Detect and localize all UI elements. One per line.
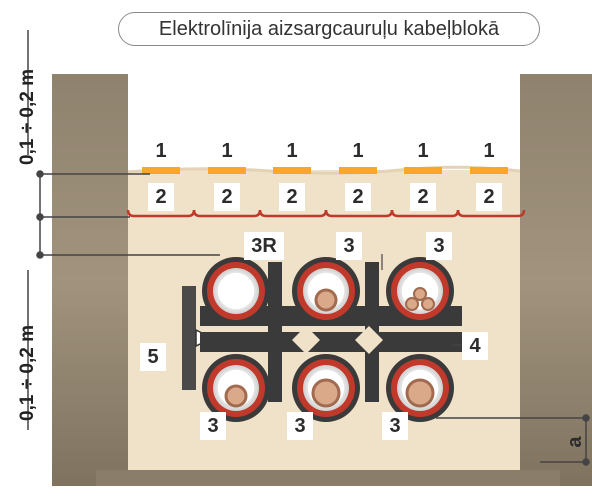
- label-warning-tape: 1: [279, 137, 305, 165]
- cable: [421, 297, 435, 311]
- label-pipe: 3: [200, 412, 226, 440]
- pipe-bottom-left: [202, 354, 270, 422]
- cable: [314, 288, 338, 312]
- dimension-lines: [27, 30, 220, 430]
- label-pipe: 3: [426, 232, 452, 260]
- warning-tape: [273, 167, 311, 174]
- cable: [405, 297, 419, 311]
- dimension-top-depth: 0,1 ÷ 0,2 m: [17, 69, 38, 165]
- cable: [311, 378, 341, 408]
- trench-wall: [52, 74, 592, 486]
- label-cover-plate: 2: [214, 183, 240, 211]
- label-cover-plate: 2: [279, 183, 305, 211]
- pipe-bottom-right: [386, 354, 454, 422]
- pipe-bottom-middle: [292, 354, 360, 422]
- label-warning-tape: 1: [345, 137, 371, 165]
- label-pipe: 3: [336, 232, 362, 260]
- warning-tapes: [142, 167, 508, 174]
- label-cover-plate: 2: [410, 183, 436, 211]
- label-spacer: 4: [462, 332, 488, 360]
- cable: [405, 378, 435, 408]
- label-pipe-r: 3R: [244, 232, 284, 260]
- warning-tape: [339, 167, 377, 174]
- trench-bottom: [96, 470, 560, 486]
- label-warning-tape: 1: [410, 137, 436, 165]
- cover-plate: [456, 209, 526, 218]
- label-pipe: 3: [382, 412, 408, 440]
- label-cover-plate: 2: [476, 183, 502, 211]
- label-side-holder: 5: [140, 343, 166, 371]
- warning-tape: [208, 167, 246, 174]
- cable: [413, 287, 427, 301]
- label-warning-tape: 1: [476, 137, 502, 165]
- pipe-top-middle: [292, 257, 360, 325]
- label-warning-tape: 1: [148, 137, 174, 165]
- warning-tape: [470, 167, 508, 174]
- cable: [224, 384, 248, 408]
- sand-surface: [127, 165, 521, 175]
- label-pipe: 3: [287, 412, 313, 440]
- pipes: [202, 257, 454, 422]
- warning-tape: [404, 167, 442, 174]
- spacer-block: [200, 262, 462, 402]
- pipe-top-right: [386, 257, 454, 325]
- side-holder: [182, 286, 196, 390]
- dimension-bottom-depth: 0,1 ÷ 0,2 m: [17, 325, 38, 421]
- cover-plates: [126, 209, 526, 218]
- pipe-top-left: [202, 257, 270, 325]
- label-cover-plate: 2: [148, 183, 174, 211]
- warning-tape: [142, 167, 180, 174]
- diagram-title: Elektrolīnija aizsargcauruļu kabeļblokā: [118, 12, 540, 46]
- label-cover-plate: 2: [345, 183, 371, 211]
- dimension-a-lines: [436, 414, 590, 466]
- label-dimension-a: a: [564, 436, 586, 448]
- leader-lines: [381, 254, 462, 346]
- label-warning-tape: 1: [214, 137, 240, 165]
